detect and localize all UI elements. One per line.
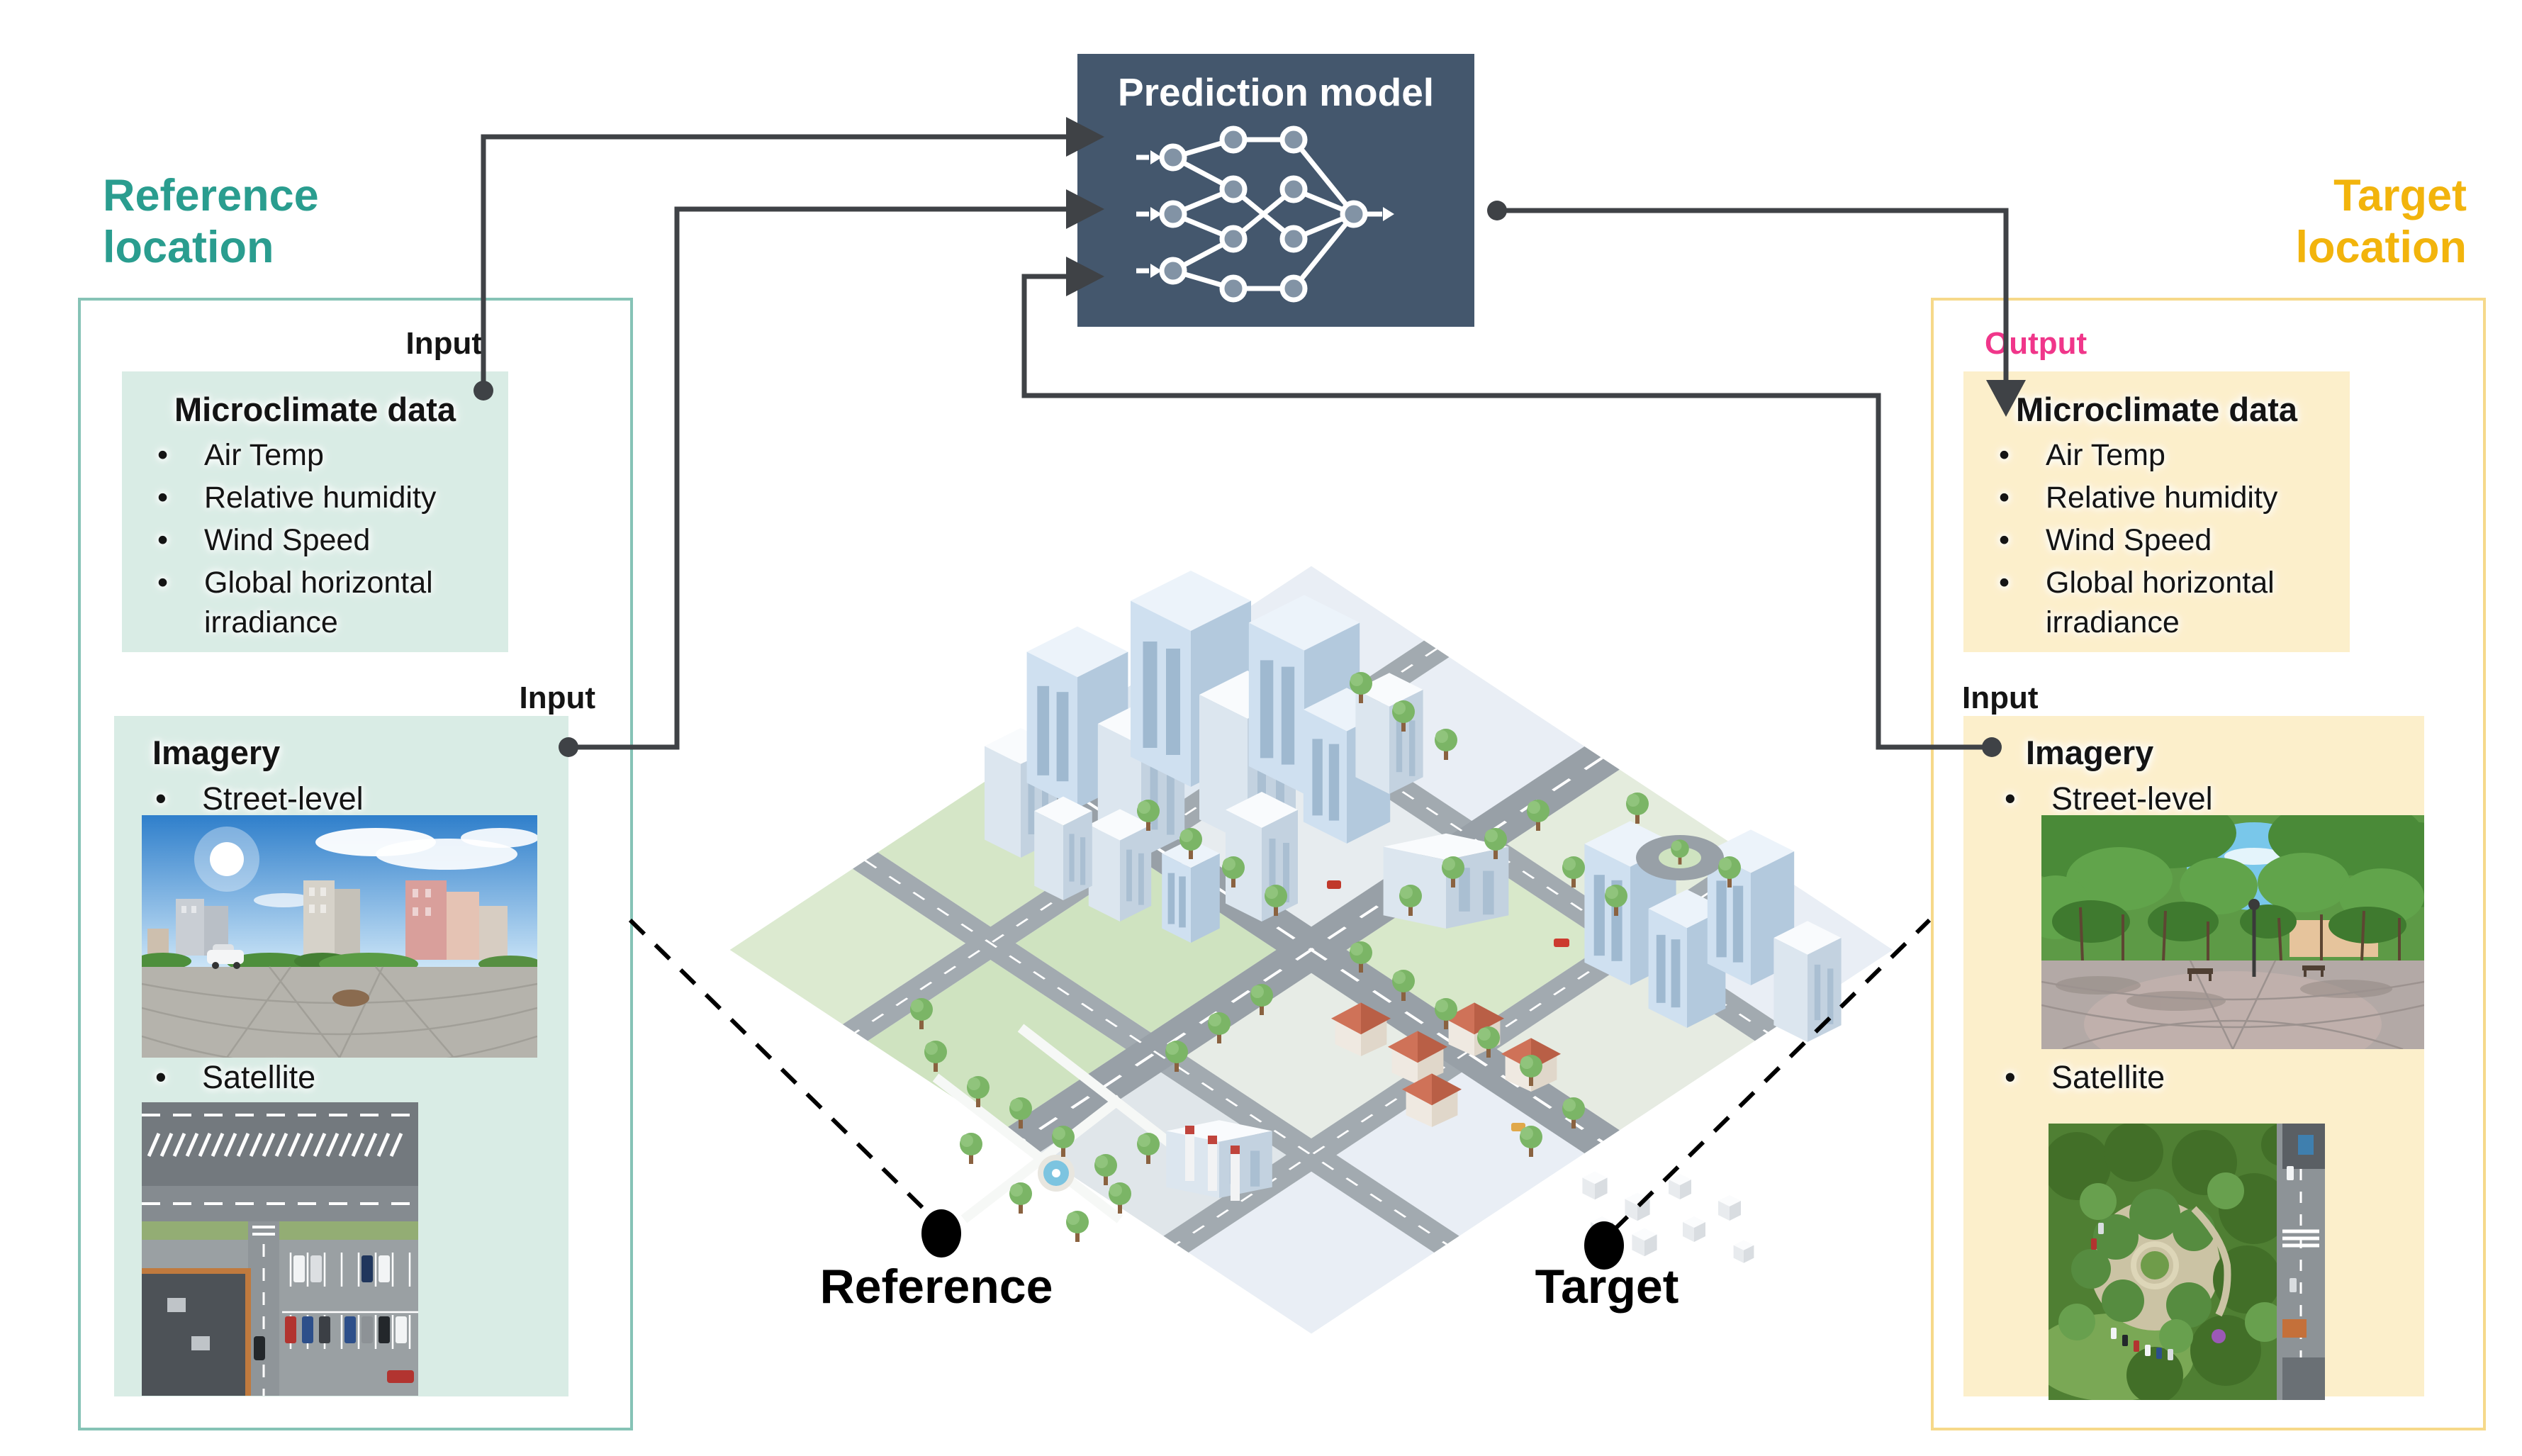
- target-satellite-photo: [2049, 1124, 2325, 1400]
- reference-location-title: Reference location: [103, 171, 319, 273]
- truck-lot: [1582, 1171, 1754, 1263]
- imagery-heading: Imagery: [2026, 734, 2154, 771]
- microclimate-list: Air Temp Relative humidity Wind Speed Gl…: [1963, 436, 2350, 642]
- park-walkways: [932, 1024, 1180, 1223]
- microclimate-item: Relative humidity: [122, 478, 497, 518]
- reference-imagery-box: Imagery Street-level: [114, 716, 568, 1396]
- microclimate-item: Wind Speed: [122, 521, 497, 561]
- imagery-heading: Imagery: [152, 734, 281, 771]
- target-street-photo: [2041, 815, 2424, 1049]
- target-imagery-input-label: Input: [1962, 681, 2039, 715]
- microclimate-heading: Microclimate data: [174, 391, 456, 428]
- microclimate-item: Global horizontal irradiance: [1963, 564, 2338, 643]
- microclimate-item: Wind Speed: [1963, 521, 2338, 561]
- imagery-list: Street-level: [114, 780, 568, 817]
- reference-map-label: Reference: [819, 1260, 1053, 1314]
- target-location-title: Target location: [2295, 171, 2467, 273]
- target-microclimate-box: Microclimate data Air Temp Relative humi…: [1963, 371, 2350, 652]
- prediction-model-title: Prediction model: [1117, 70, 1435, 114]
- microclimate-heading: Microclimate data: [2015, 391, 2298, 428]
- output-line: [1497, 208, 2009, 383]
- imagery-list: Satellite: [1963, 1059, 2424, 1096]
- target-output-label: Output: [1985, 326, 2087, 361]
- reference-microclimate-box: Microclimate data Air Temp Relative humi…: [122, 371, 508, 652]
- fountain: [1038, 1155, 1075, 1192]
- prediction-model-box: Prediction model: [1077, 54, 1474, 327]
- microclimate-list: Air Temp Relative humidity Wind Speed Gl…: [122, 436, 508, 642]
- roundabout: [1636, 835, 1724, 880]
- cars: [1327, 880, 1569, 1131]
- microclimate-item: Air Temp: [1963, 436, 2338, 476]
- target-imagery-box: Imagery Street-level: [1963, 716, 2424, 1400]
- imagery-item-street: Street-level: [1963, 780, 2424, 817]
- microclimate-item: Relative humidity: [1963, 478, 2338, 518]
- imagery-item-satellite: Satellite: [114, 1059, 568, 1096]
- imagery-list: Street-level: [1963, 780, 2424, 817]
- neural-network-icon: [1136, 125, 1394, 303]
- target-map-label: Target: [1535, 1260, 1679, 1314]
- imagery-list: Satellite: [114, 1059, 568, 1096]
- microclimate-item: Global horizontal irradiance: [122, 564, 497, 643]
- reference-satellite-photo: [142, 1102, 418, 1396]
- microclimate-item: Air Temp: [122, 436, 497, 476]
- connector-dot: [1487, 201, 1507, 220]
- reference-microclimate-input-label: Input: [405, 326, 482, 361]
- imagery-item-street: Street-level: [114, 780, 568, 817]
- imagery-item-satellite: Satellite: [1963, 1059, 2424, 1096]
- reference-street-photo: [142, 815, 537, 1058]
- reference-imagery-input-label: Input: [519, 681, 595, 715]
- power-plant: [1166, 1120, 1272, 1201]
